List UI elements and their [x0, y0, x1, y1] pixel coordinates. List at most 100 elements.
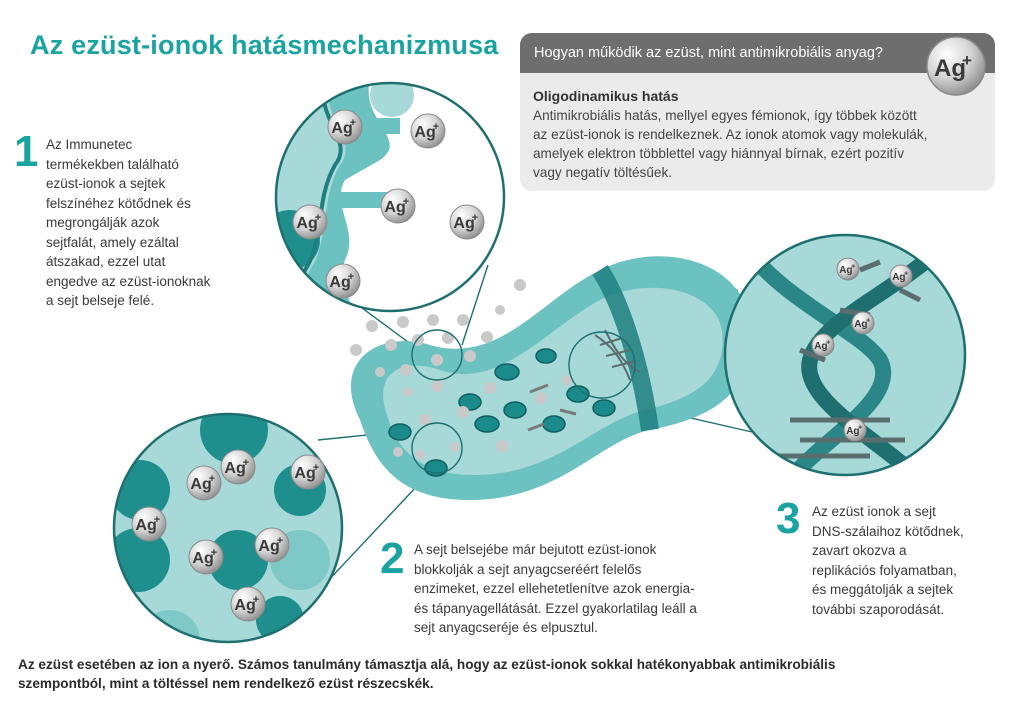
info-box-body: Antimikrobiális hatás, mellyel egyes fém…: [533, 106, 993, 182]
silver-ion-charge: +: [315, 212, 321, 224]
silver-ion-icon: Ag+: [220, 449, 256, 485]
silver-ion-icon: Ag+: [254, 527, 290, 563]
step-1-line: Az Immunetec: [46, 137, 133, 152]
silver-ion-icon: Ag+: [290, 454, 326, 490]
silver-ion-charge: +: [904, 270, 908, 277]
silver-particles: [350, 279, 572, 460]
step-1-text: Az Immunetec termékekben található ezüst…: [46, 135, 210, 311]
silver-ion-symbol: Ag: [294, 465, 315, 482]
silver-ion-ball: [230, 586, 266, 622]
zoom-rings: [411, 329, 636, 474]
silver-ion-icon: Ag+: [325, 263, 361, 299]
step-2-number: 2: [380, 534, 405, 583]
silver-ion-ball: [889, 264, 913, 288]
step-1-line: engedve az ezüst-ionoknak: [46, 273, 211, 289]
enzyme-rods: [527, 383, 577, 432]
silver-ions: Ag+Ag+Ag+Ag+Ag+Ag+Ag+Ag+Ag+Ag+Ag+Ag+Ag+A…: [131, 109, 913, 622]
silver-ion-symbol: Ag: [258, 538, 279, 555]
step-3-line: Az ezüst ionok a sejt: [812, 504, 936, 519]
silver-ion-icon: Ag+: [188, 539, 224, 575]
silver-ion-charge: +: [209, 473, 215, 485]
footer-line: szempontból, mint a töltéssel nem rendel…: [18, 676, 434, 691]
silver-ion-symbol: Ag: [892, 272, 905, 283]
silver-ion-charge: +: [211, 547, 217, 559]
silver-ion-ball: [325, 263, 361, 299]
silver-ion-icon: Ag+: [410, 113, 446, 149]
step-3-line: zavart okozva a: [812, 543, 907, 558]
step-3-number: 3: [776, 494, 801, 543]
silver-ion-symbol: Ag: [854, 319, 867, 330]
silver-ion-ball: [220, 449, 256, 485]
silver-ion-charge: +: [348, 271, 354, 283]
silver-ion-ball: [186, 465, 222, 501]
step-2-text: A sejt belsejébe már bejutott ezüst-iono…: [414, 540, 697, 638]
silver-ion-symbol: Ag: [453, 215, 474, 232]
silver-ion-charge: +: [243, 457, 249, 469]
silver-ion-symbol: Ag: [414, 124, 435, 141]
silver-ion-ball: [290, 454, 326, 490]
step-2-line: blokkolják a sejt anyagcseréért felelős: [414, 561, 642, 577]
info-box-line: vagy negatív töltésűek.: [533, 165, 673, 180]
silver-ion-charge: +: [253, 594, 259, 606]
silver-ion-charge: +: [154, 514, 160, 526]
silver-ion-ball: [449, 204, 485, 240]
step-2-line: A sejt belsejébe már bejutott ezüst-iono…: [414, 542, 657, 557]
silver-ion-icon: Ag+: [889, 264, 913, 288]
step-2-line: enzimeket, ezzel ellehetetlenítve azok e…: [414, 581, 695, 596]
silver-ion-charge: +: [277, 535, 283, 547]
step-3-line: DNS-szálaihoz kötődnek,: [812, 523, 964, 539]
silver-ion-icon: Ag+: [186, 465, 222, 501]
step-2-line: és tápanyagellátását. Ezzel gyakorlatila…: [414, 600, 697, 616]
silver-ion-charge: +: [433, 121, 439, 133]
silver-ion-charge: +: [858, 424, 862, 431]
silver-ion-ball: [327, 109, 363, 145]
zoom-circle-cell-wall: [274, 81, 506, 313]
step-2-line: sejt anyagcseréje és elpusztul.: [414, 620, 598, 635]
silver-ion-symbol: Ag: [846, 426, 859, 437]
silver-ion-charge: +: [313, 462, 319, 474]
footer-line: Az ezüst esetében az ion a nyerő. Számos…: [18, 657, 836, 672]
silver-ion-ball: [254, 527, 290, 563]
silver-ion-charge: +: [472, 212, 478, 224]
silver-ion-symbol: Ag: [329, 274, 350, 291]
silver-ion-charge: +: [866, 317, 870, 324]
silver-ion-symbol: Ag: [384, 199, 405, 216]
silver-ion-symbol: Ag: [135, 517, 156, 534]
step-1-number: 1: [14, 127, 39, 176]
silver-ion-charge: +: [851, 263, 855, 270]
info-box-line: az ezüst-ionok is rendelkeznek. Az ionok…: [533, 127, 928, 142]
silver-ion-ball: [811, 333, 835, 357]
silver-ion-symbol: Ag: [192, 550, 213, 567]
silver-ion-ball: [380, 188, 416, 224]
cell-dna-strand: [594, 329, 641, 381]
silver-ion-icon: Ag+: [851, 311, 875, 335]
silver-ion-symbol: Ag: [190, 476, 211, 493]
info-box: Hogyan működik az ezüst, mint antimikrob…: [520, 33, 995, 191]
silver-ion-symbol: Ag: [296, 215, 317, 232]
step-1-line: a sejt belseje felé.: [46, 293, 155, 308]
silver-ion-symbol: Ag: [331, 120, 352, 137]
step-1-line: átszakad, ezzel utat: [46, 254, 166, 269]
silver-ion-icon: Ag+: [449, 204, 485, 240]
silver-ion-symbol: Ag: [224, 460, 245, 477]
silver-ion-icon: Ag+: [811, 333, 835, 357]
step-1-line: ezüst-ionok a sejtek: [46, 176, 166, 191]
info-box-subheading: Oligodinamikus hatás: [533, 88, 679, 104]
silver-ion-symbol: Ag: [234, 597, 255, 614]
step-1-line: megrongálják azok: [46, 215, 160, 230]
info-box-heading: Hogyan működik az ezüst, mint antimikrob…: [534, 45, 883, 61]
silver-ion-ball: [851, 311, 875, 335]
silver-ion-icon: Ag+: [380, 188, 416, 224]
page-title: Az ezüst-ionok hatásmechanizmusa: [30, 30, 499, 60]
enzyme-particles: [388, 348, 616, 477]
silver-ion-charge: +: [350, 117, 356, 129]
silver-ion-icon: Ag+: [836, 257, 860, 281]
footer-note: Az ezüst esetében az ion a nyerő. Számos…: [18, 655, 1008, 693]
silver-ion-ball: [410, 113, 446, 149]
silver-ion-charge: +: [403, 196, 409, 208]
silver-ion-symbol: Ag: [839, 265, 852, 276]
silver-ion-ball: [292, 204, 328, 240]
silver-ion-icon: Ag+: [230, 586, 266, 622]
silver-ion-charge: +: [826, 339, 830, 346]
step-1-line: felszínéhez kötődnek és: [46, 195, 191, 211]
